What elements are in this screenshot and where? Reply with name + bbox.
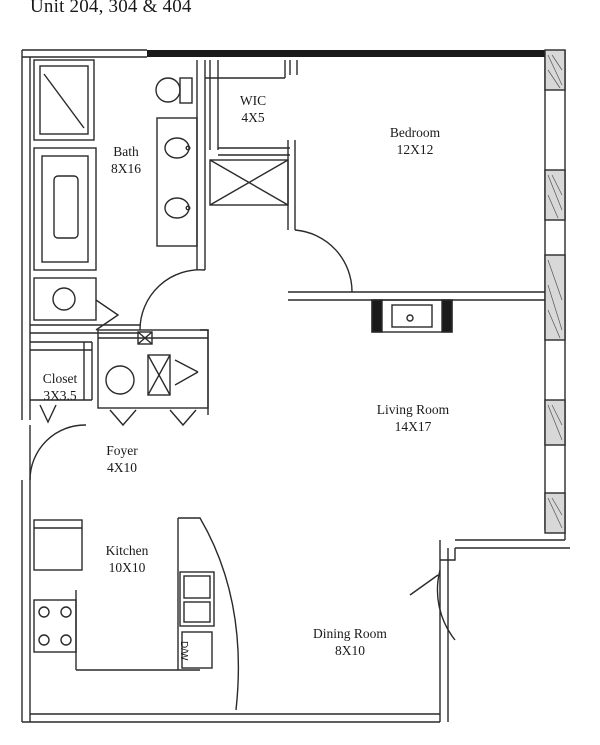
exterior-walls bbox=[21, 49, 570, 723]
room-size: 3X3.5 bbox=[43, 388, 77, 403]
room-name: WIC bbox=[239, 93, 267, 108]
windows bbox=[544, 49, 566, 534]
room-size: 4X10 bbox=[107, 460, 137, 475]
toilet bbox=[155, 77, 181, 103]
counter-curve bbox=[178, 517, 240, 711]
room-label-bath: Bath 8X16 bbox=[98, 143, 154, 177]
room-name: Living Room bbox=[376, 402, 450, 417]
dining-door bbox=[409, 548, 456, 641]
bedroom-door bbox=[294, 229, 353, 293]
bottom-wall bbox=[22, 713, 440, 723]
room-label-bedroom: Bedroom 12X12 bbox=[370, 124, 460, 158]
bathtub bbox=[33, 147, 97, 271]
top-wall bbox=[22, 49, 147, 58]
room-size: 10X10 bbox=[108, 560, 146, 575]
dishwasher-label: D/W bbox=[178, 641, 189, 661]
washer bbox=[33, 277, 97, 321]
room-name: Foyer bbox=[106, 443, 138, 458]
room-name: Bedroom bbox=[389, 125, 441, 140]
window-hatch bbox=[547, 54, 563, 529]
wic bbox=[205, 60, 296, 230]
dining-right-wall bbox=[439, 540, 449, 722]
kitchen bbox=[33, 517, 240, 711]
room-name: Kitchen bbox=[105, 543, 149, 558]
left-wall bbox=[21, 50, 31, 420]
bedroom-walls bbox=[288, 60, 545, 301]
closet-walls bbox=[30, 341, 93, 424]
top-wall-bold bbox=[147, 50, 545, 57]
fridge bbox=[33, 519, 83, 571]
room-size: 12X12 bbox=[396, 142, 434, 157]
room-name: Closet bbox=[42, 371, 78, 386]
vanity bbox=[156, 117, 198, 247]
entry-door bbox=[29, 424, 87, 481]
room-label-wic: WIC 4X5 bbox=[228, 92, 278, 126]
bath-door bbox=[139, 269, 206, 331]
room-size: 8X16 bbox=[111, 161, 141, 176]
room-name: Bath bbox=[113, 144, 139, 159]
shower bbox=[33, 59, 95, 141]
room-size: 4X5 bbox=[241, 110, 265, 125]
right-wall-lower bbox=[455, 539, 570, 549]
mechanical bbox=[97, 329, 209, 427]
room-label-closet: Closet 3X3.5 bbox=[30, 370, 90, 404]
room-label-foyer: Foyer 4X10 bbox=[92, 442, 152, 476]
dishwasher bbox=[181, 631, 213, 669]
bathroom bbox=[30, 59, 206, 334]
room-size: 14X17 bbox=[394, 419, 432, 434]
fireplace bbox=[371, 299, 453, 333]
sink bbox=[179, 571, 215, 627]
room-label-kitchen: Kitchen 10X10 bbox=[92, 542, 162, 576]
plan-title: Unit 204, 304 & 404 bbox=[30, 0, 192, 17]
room-label-dining: Dining Room 8X10 bbox=[300, 625, 400, 659]
room-name: Dining Room bbox=[313, 626, 387, 641]
room-size: 8X10 bbox=[335, 643, 365, 658]
left-wall-lower bbox=[21, 480, 31, 722]
room-label-living: Living Room 14X17 bbox=[358, 401, 468, 435]
